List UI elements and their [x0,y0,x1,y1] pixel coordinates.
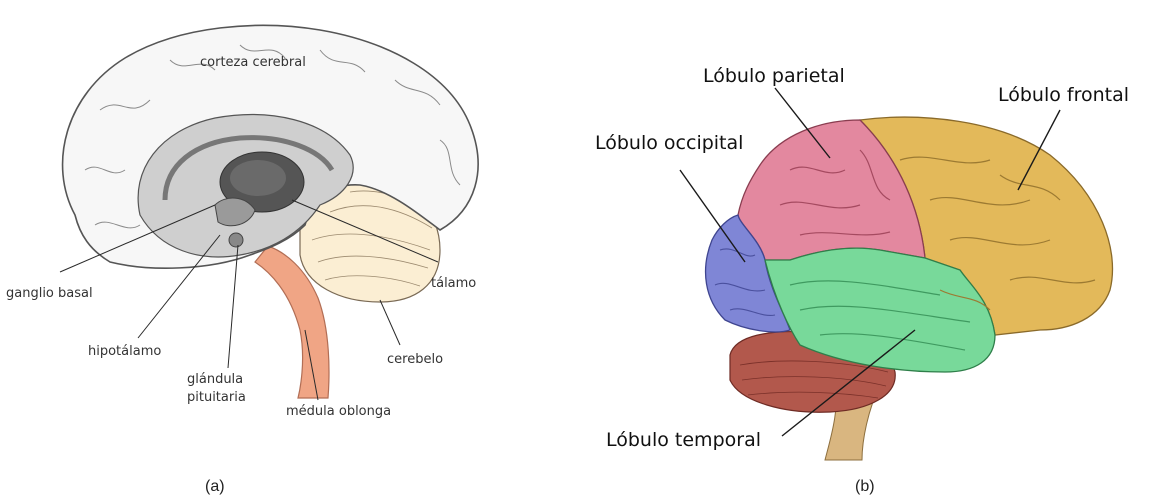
label-lobulo-temporal: Lóbulo temporal [606,429,761,451]
label-lobulo-parietal: Lóbulo parietal [703,65,845,87]
label-cerebelo: cerebelo [387,352,443,367]
label-ganglio-basal: ganglio basal [6,286,93,301]
label-corteza-cerebral: corteza cerebral [200,55,306,70]
label-glandula: glándula [187,372,243,387]
label-medula-oblonga: médula oblonga [286,404,391,419]
label-lobulo-frontal: Lóbulo frontal [998,84,1129,106]
caption-b: (b) [855,478,875,495]
caption-a: (a) [205,478,225,495]
label-pituitaria: pituitaria [187,390,246,405]
label-talamo: tálamo [431,276,476,291]
panel-b-brain-illustration [706,117,1113,460]
label-hipotalamo: hipotálamo [88,344,161,359]
label-lobulo-occipital: Lóbulo occipital [595,132,743,154]
panel-a-brain-illustration [63,25,479,398]
